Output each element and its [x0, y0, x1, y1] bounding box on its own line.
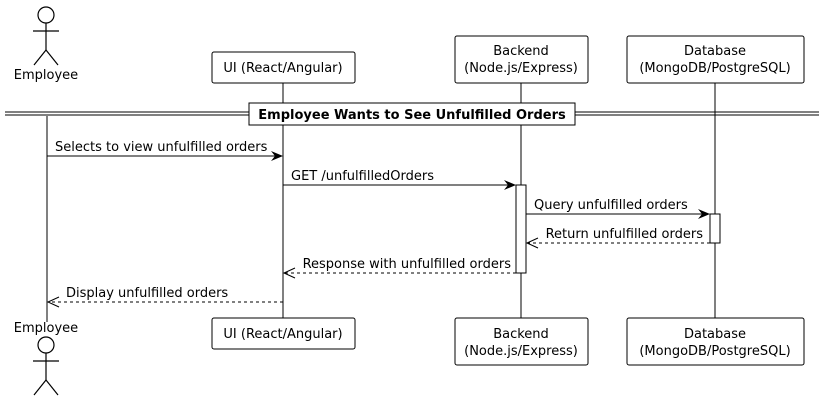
arrowhead-icon [271, 151, 283, 161]
section-label-box [248, 102, 576, 126]
participant-label-backend-line2: (Node.js/Express) [464, 61, 578, 76]
activation-bar-backend [515, 184, 527, 274]
message-label-1: Selects to view unfulfilled orders [55, 140, 268, 155]
message-label-6: Display unfulfilled orders [66, 286, 228, 301]
actor-employee-bottom: Employee [14, 321, 78, 396]
participant-ui-top: UI (React/Angular) [211, 51, 356, 84]
message-4: Return unfulfilled orders [525, 227, 710, 249]
participant-label-database-line2-bottom: (MongoDB/PostgreSQL) [639, 344, 790, 359]
actor-employee-top: Employee [14, 6, 78, 83]
arrowhead-open-icon [525, 237, 539, 249]
participant-label-employee-bottom: Employee [14, 321, 78, 336]
participant-label-employee: Employee [14, 68, 78, 83]
participant-label-database-line2: (MongoDB/PostgreSQL) [639, 61, 790, 76]
participant-backend-top: Backend (Node.js/Express) [454, 35, 589, 84]
participant-backend-bottom: Backend (Node.js/Express) [454, 317, 589, 366]
participant-label-ui: UI (React/Angular) [223, 61, 342, 76]
participant-label-backend-line2-bottom: (Node.js/Express) [464, 344, 578, 359]
participant-database-bottom: Database (MongoDB/PostgreSQL) [626, 317, 805, 366]
participant-label-database-line1-bottom: Database [684, 327, 746, 342]
participant-ui-bottom: UI (React/Angular) [211, 317, 356, 350]
arrowhead-icon [504, 180, 516, 190]
message-2: GET /unfulfilledOrders [283, 169, 516, 190]
actor-icon [33, 6, 59, 66]
message-label-5: Response with unfulfilled orders [303, 257, 512, 272]
message-3: Query unfulfilled orders [526, 198, 710, 219]
message-label-3: Query unfulfilled orders [534, 198, 688, 213]
section-title: Employee Wants to See Unfulfilled Orders [258, 108, 566, 123]
arrowhead-open-icon [46, 296, 60, 308]
actor-icon [33, 336, 59, 396]
participant-label-ui-bottom: UI (React/Angular) [223, 327, 342, 342]
activation-bar-database [709, 213, 721, 244]
message-label-2: GET /unfulfilledOrders [291, 169, 434, 184]
message-5: Response with unfulfilled orders [282, 257, 516, 279]
participant-label-backend-line1-bottom: Backend [493, 327, 549, 342]
arrowhead-icon [698, 209, 710, 219]
message-label-4: Return unfulfilled orders [546, 227, 704, 242]
message-1: Selects to view unfulfilled orders [47, 140, 283, 161]
participant-label-database-line1: Database [684, 44, 746, 59]
participant-database-top: Database (MongoDB/PostgreSQL) [626, 35, 805, 84]
message-6: Display unfulfilled orders [46, 286, 283, 308]
participant-label-backend-line1: Backend [493, 44, 549, 59]
arrowhead-open-icon [282, 267, 296, 279]
